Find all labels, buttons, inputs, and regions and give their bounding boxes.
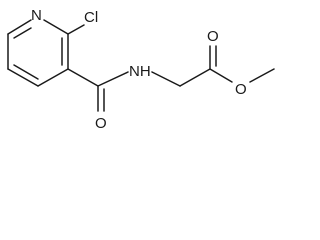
bond-n-c2: [43, 19, 69, 35]
bond-inner-c6-n: [13, 27, 32, 39]
bond-c3-c4: [37, 68, 69, 87]
atom-ester-carbonyl-oxygen: O: [207, 28, 219, 45]
atom-ring-nitrogen: N: [31, 7, 42, 24]
bond-amide-c-nh: [97, 71, 129, 87]
bond-c6-n: [7, 19, 32, 35]
bond-c4-c5: [7, 68, 39, 87]
bond-ch2-ester-c: [179, 68, 211, 87]
bond-c3-amide-c: [67, 68, 99, 87]
pyridine-ring: [7, 19, 69, 87]
atom-amide-oxygen: O: [95, 115, 107, 132]
bond-o-methyl: [249, 68, 275, 83]
molecule-drawing: N Cl NH O O O: [7, 7, 275, 132]
atom-ester-oxygen: O: [235, 81, 247, 98]
bond-inner-c4-c5: [13, 64, 39, 80]
bond-ester-c-o: [209, 68, 233, 83]
atom-amide-nh: NH: [129, 63, 151, 80]
structure-diagram: N Cl NH O O O: [7, 7, 275, 132]
bond-c2-cl: [67, 24, 85, 35]
bond-nh-ch2: [151, 71, 181, 87]
atom-chlorine: Cl: [84, 9, 98, 26]
